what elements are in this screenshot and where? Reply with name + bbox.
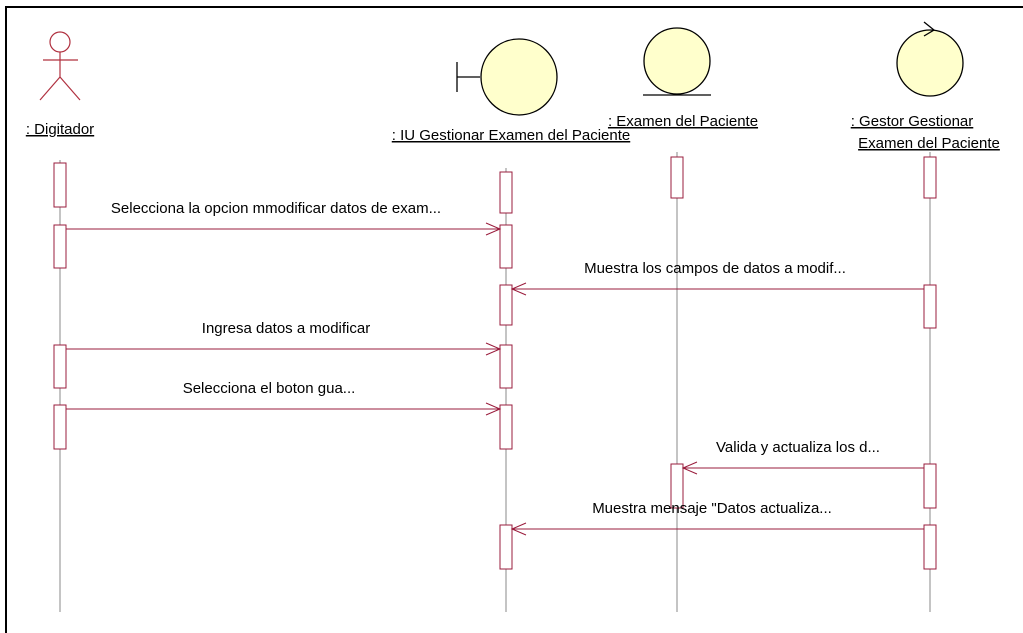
- lifeline-name-digitador: : Digitador: [26, 121, 94, 138]
- activation-bar-digitador: [53, 162, 67, 208]
- activation-bar-iu: [499, 284, 513, 326]
- lifeline-name-gestor: : Gestor Gestionar: [851, 113, 974, 130]
- message-label: Ingresa datos a modificar: [202, 320, 370, 337]
- message-arrowhead: [510, 522, 527, 536]
- activation-bar-gestor: [923, 284, 937, 329]
- activation-bar-iu: [499, 171, 513, 214]
- message-label: Valida y actualiza los d...: [716, 439, 880, 456]
- activation-bar-iu: [499, 344, 513, 389]
- control-gestor-icon: [896, 21, 964, 97]
- message-arrowhead: [485, 402, 502, 416]
- message-label: Selecciona la opcion mmodificar datos de…: [111, 200, 441, 217]
- activation-bar-gestor: [923, 463, 937, 509]
- activation-bar-iu: [499, 224, 513, 269]
- activation-bar-iu: [499, 404, 513, 450]
- message-label: Selecciona el boton gua...: [183, 380, 356, 397]
- activation-bar-digitador: [53, 224, 67, 269]
- activation-bar-gestor: [923, 524, 937, 570]
- activation-bar-examen: [670, 463, 684, 509]
- activation-bar-gestor: [923, 156, 937, 199]
- message-arrowhead: [485, 342, 502, 356]
- activation-bar-digitador: [53, 344, 67, 389]
- entity-examen-icon: [643, 27, 711, 96]
- lifeline-name-iu: : IU Gestionar Examen del Paciente: [392, 127, 630, 144]
- message-label: Muestra los campos de datos a modif...: [584, 260, 846, 277]
- message-arrowhead: [681, 461, 698, 475]
- message-arrowhead: [485, 222, 502, 236]
- actor-digitador-icon: [39, 31, 81, 101]
- message-label: Muestra mensaje "Datos actualiza...: [592, 500, 832, 517]
- activation-bar-digitador: [53, 404, 67, 450]
- activation-bar-examen: [670, 156, 684, 199]
- lifeline-name-gestor: Examen del Paciente: [858, 135, 1000, 152]
- boundary-iu-icon: [456, 38, 558, 116]
- activation-bar-iu: [499, 524, 513, 570]
- message-arrowhead: [510, 282, 527, 296]
- lifeline-name-examen: : Examen del Paciente: [608, 113, 758, 130]
